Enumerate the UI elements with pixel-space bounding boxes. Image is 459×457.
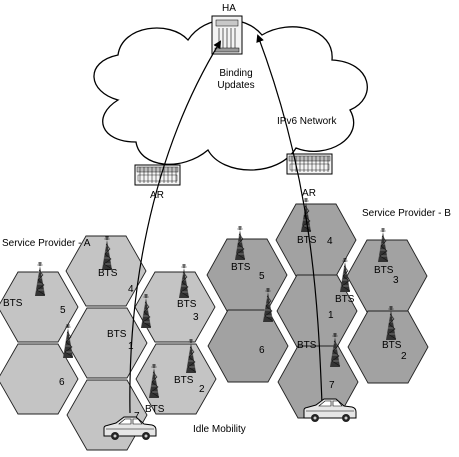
cell-number: 4 <box>327 236 333 247</box>
binding-update-path-a <box>129 40 222 414</box>
cell-number: 2 <box>401 351 407 362</box>
ha-label: HA <box>222 3 236 14</box>
cell-number: 5 <box>60 305 66 316</box>
bts-label: BTS <box>231 262 251 273</box>
binding-updates-line2: Updates <box>217 80 254 91</box>
cell-b-6 <box>207 309 289 383</box>
cell-number: 3 <box>393 275 399 286</box>
cell-b-2 <box>347 310 429 384</box>
bts-label: BTS <box>374 265 394 276</box>
bts-label: BTS <box>177 299 197 310</box>
bts-label: BTS <box>297 340 317 351</box>
cell-numbers-b: 1 2 3 4 5 6 7 <box>259 236 407 391</box>
binding-updates-line1: Binding <box>219 68 252 79</box>
ipv6-network-label: IPv6 Network <box>277 116 337 127</box>
cell-number: 1 <box>328 310 334 321</box>
service-provider-b-label: Service Provider - B <box>362 208 451 219</box>
cell-a-6 <box>0 343 79 415</box>
cell-a-1 <box>66 307 148 379</box>
cell-b-5 <box>206 238 288 312</box>
bts-label: BTS <box>382 340 402 351</box>
cell-a-4 <box>65 235 147 307</box>
bts-label: BTS <box>3 298 23 309</box>
cell-number: 2 <box>199 384 205 395</box>
access-router-b-label: AR <box>302 188 316 199</box>
cell-number: 6 <box>259 345 265 356</box>
ipv6-network-cloud <box>93 19 368 171</box>
cell-number: 5 <box>259 271 265 282</box>
cell-number: 7 <box>134 411 140 422</box>
idle-mobility-label: Idle Mobility <box>193 424 246 435</box>
cell-number: 7 <box>329 380 335 391</box>
bts-labels-b: BTS BTS BTS BTS BTS BTS <box>231 235 402 351</box>
cell-number: 4 <box>128 284 134 295</box>
bts-label: BTS <box>297 235 317 246</box>
access-router-a-label: AR <box>150 190 164 201</box>
cell-number: 3 <box>193 312 199 323</box>
bts-label: BTS <box>98 268 118 279</box>
bts-label: BTS <box>145 404 165 415</box>
cell-a-5 <box>0 271 79 343</box>
bts-label: BTS <box>335 294 355 305</box>
binding-update-path-b <box>256 34 323 405</box>
cell-number: 6 <box>59 377 65 388</box>
bts-label: BTS <box>107 329 127 340</box>
bts-label: BTS <box>174 375 194 386</box>
service-provider-a-label: Service Provider - A <box>2 238 91 249</box>
bts-labels-a: BTS BTS BTS BTS BTS BTS <box>3 268 197 415</box>
access-router-a <box>134 164 181 186</box>
